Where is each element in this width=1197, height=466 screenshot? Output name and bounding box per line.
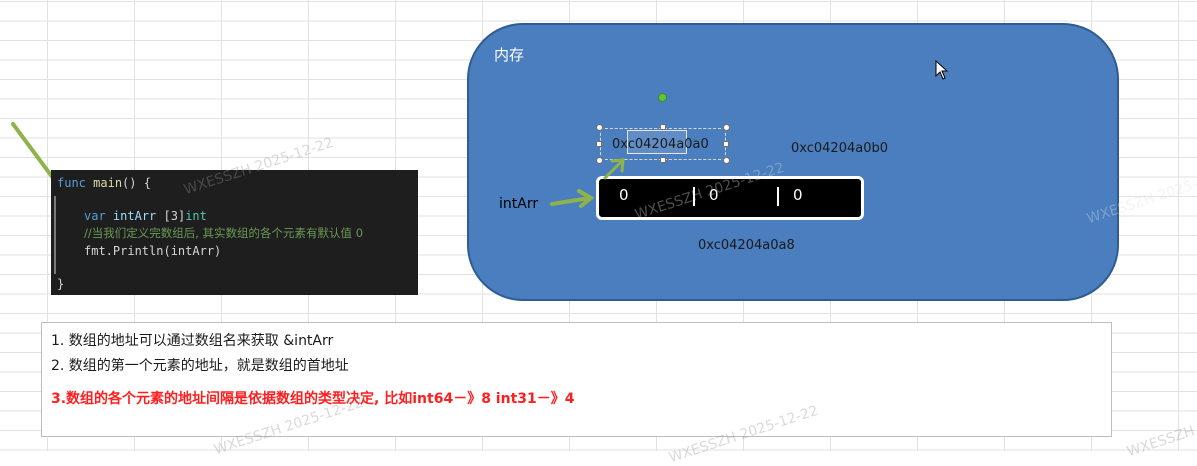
memory-title: 内存 [494, 46, 525, 64]
memory-region [467, 23, 1119, 301]
code-func-name: main [93, 176, 123, 190]
intarr-label: intArr [499, 196, 539, 212]
code-line-var: var intArr [3]int [84, 209, 207, 224]
array-separator [777, 187, 779, 206]
resize-handle-t[interactable] [660, 124, 666, 130]
code-type-prefix: [3] [163, 209, 186, 223]
resize-handle-r[interactable] [723, 141, 729, 147]
code-func-rest: () { [122, 176, 151, 190]
resize-handle-l[interactable] [596, 141, 602, 147]
code-var-name: intArr [112, 209, 157, 223]
mouse-cursor-icon [935, 60, 949, 80]
resize-handle-b[interactable] [660, 157, 666, 163]
rotate-handle[interactable] [658, 93, 667, 102]
code-line-close: } [57, 277, 65, 291]
array-cell-0: 0 [619, 186, 629, 204]
notes-box [41, 322, 1112, 437]
resize-handle-tr[interactable] [723, 124, 730, 131]
code-type: int [185, 209, 207, 223]
note-3: 3.数组的各个元素的地址间隔是依据数组的类型决定, 比如int64－》8 int… [51, 391, 575, 407]
code-indent-guide [54, 196, 56, 274]
resize-handle-bl[interactable] [596, 157, 603, 164]
address-third-element: 0xc04204a0b0 [791, 141, 888, 156]
code-line-func: func main() { [57, 176, 151, 191]
code-line-println: fmt.Println(intArr) [84, 244, 222, 258]
resize-handle-tl[interactable] [596, 124, 603, 131]
array-cell-2: 0 [793, 186, 803, 204]
code-keyword-var: var [84, 209, 106, 223]
address-second-element: 0xc04204a0a8 [698, 238, 795, 253]
code-comment: //当我们定义完数组后, 其实数组的各个元素有默认值 0 [84, 226, 364, 240]
note-2: 2. 数组的第一个元素的地址，就是数组的首地址 [51, 358, 349, 374]
address-first-element[interactable]: 0xc04204a0a0 [612, 137, 709, 152]
resize-handle-br[interactable] [723, 157, 730, 164]
array-cell-1: 0 [709, 186, 719, 204]
code-editor: func main() { var intArr [3]int //当我们定义完… [51, 170, 418, 295]
note-1: 1. 数组的地址可以通过数组名来获取 &intArr [51, 333, 334, 349]
text-selection-highlight [627, 130, 687, 154]
array-box [596, 176, 864, 220]
arrow-to-address-icon [603, 158, 625, 180]
code-keyword-func: func [57, 176, 86, 190]
array-separator [693, 187, 695, 206]
arrow-to-array-icon [550, 189, 595, 208]
